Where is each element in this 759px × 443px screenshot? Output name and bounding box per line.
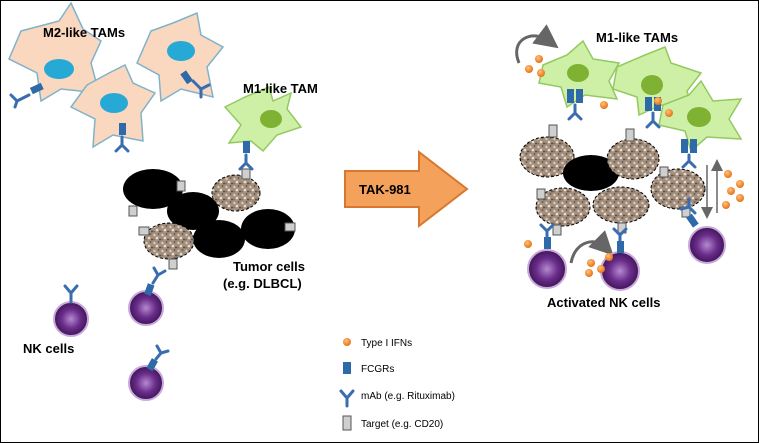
tak981-arrow — [344, 149, 469, 229]
label-drug: TAK-981 — [359, 182, 411, 197]
legend-label-fcgr: FCGRs — [361, 364, 394, 375]
label-m1-tam: M1-like TAM — [243, 81, 318, 96]
tumor-cluster-left — [123, 168, 296, 270]
m1-tam-cell-right-2 — [612, 46, 703, 117]
m2-fcgr-antibody-2 — [180, 70, 211, 99]
legend-label-target: Target (e.g. CD20) — [361, 419, 443, 430]
label-nk-cells: NK cells — [23, 341, 74, 356]
m1-antibodies-right — [567, 103, 697, 169]
nk-cell-3 — [128, 344, 170, 401]
label-activated-nk: Activated NK cells — [547, 295, 660, 310]
legend-label-mab: mAb (e.g. Rituximab) — [361, 391, 455, 402]
label-m1-tams: M1-like TAMs — [596, 30, 678, 45]
activated-nk-cell-3 — [679, 197, 726, 264]
activated-nk-cell-1 — [527, 223, 567, 289]
nk-cell-2 — [128, 266, 167, 326]
legend-label-ifn: Type I IFNs — [361, 338, 412, 349]
label-m2-tams: M2-like TAMs — [43, 25, 125, 40]
m1-tam-cell-left — [223, 85, 303, 171]
m2-fcgr-antibody-3 — [114, 123, 130, 153]
m2-tam-cell-3 — [69, 63, 157, 149]
ifn-dot-icon — [343, 338, 351, 346]
fcgr-icon — [343, 362, 351, 374]
ifn-secretion-arrow-bottom — [569, 230, 614, 264]
ifn-secretion-arrow-top — [515, 24, 559, 64]
label-tumor-cells: Tumor cells — [233, 259, 305, 274]
m1-tam-cell-right-1 — [538, 39, 621, 109]
nk-cell-1 — [53, 284, 89, 337]
legend — [339, 338, 355, 431]
m1-tam-cell-right-3 — [658, 79, 743, 153]
label-tumor-example: (e.g. DLBCL) — [223, 276, 302, 291]
m2-tam-cell-2 — [136, 11, 225, 103]
ifn-dots — [524, 55, 744, 277]
tumor-cluster-right — [519, 124, 706, 236]
target-icon — [342, 415, 352, 431]
m2-fcgr-antibody-1 — [9, 82, 44, 109]
m2-tam-cell-1 — [8, 1, 102, 103]
interaction-arrows — [701, 159, 723, 219]
antibody-icon — [339, 389, 355, 408]
